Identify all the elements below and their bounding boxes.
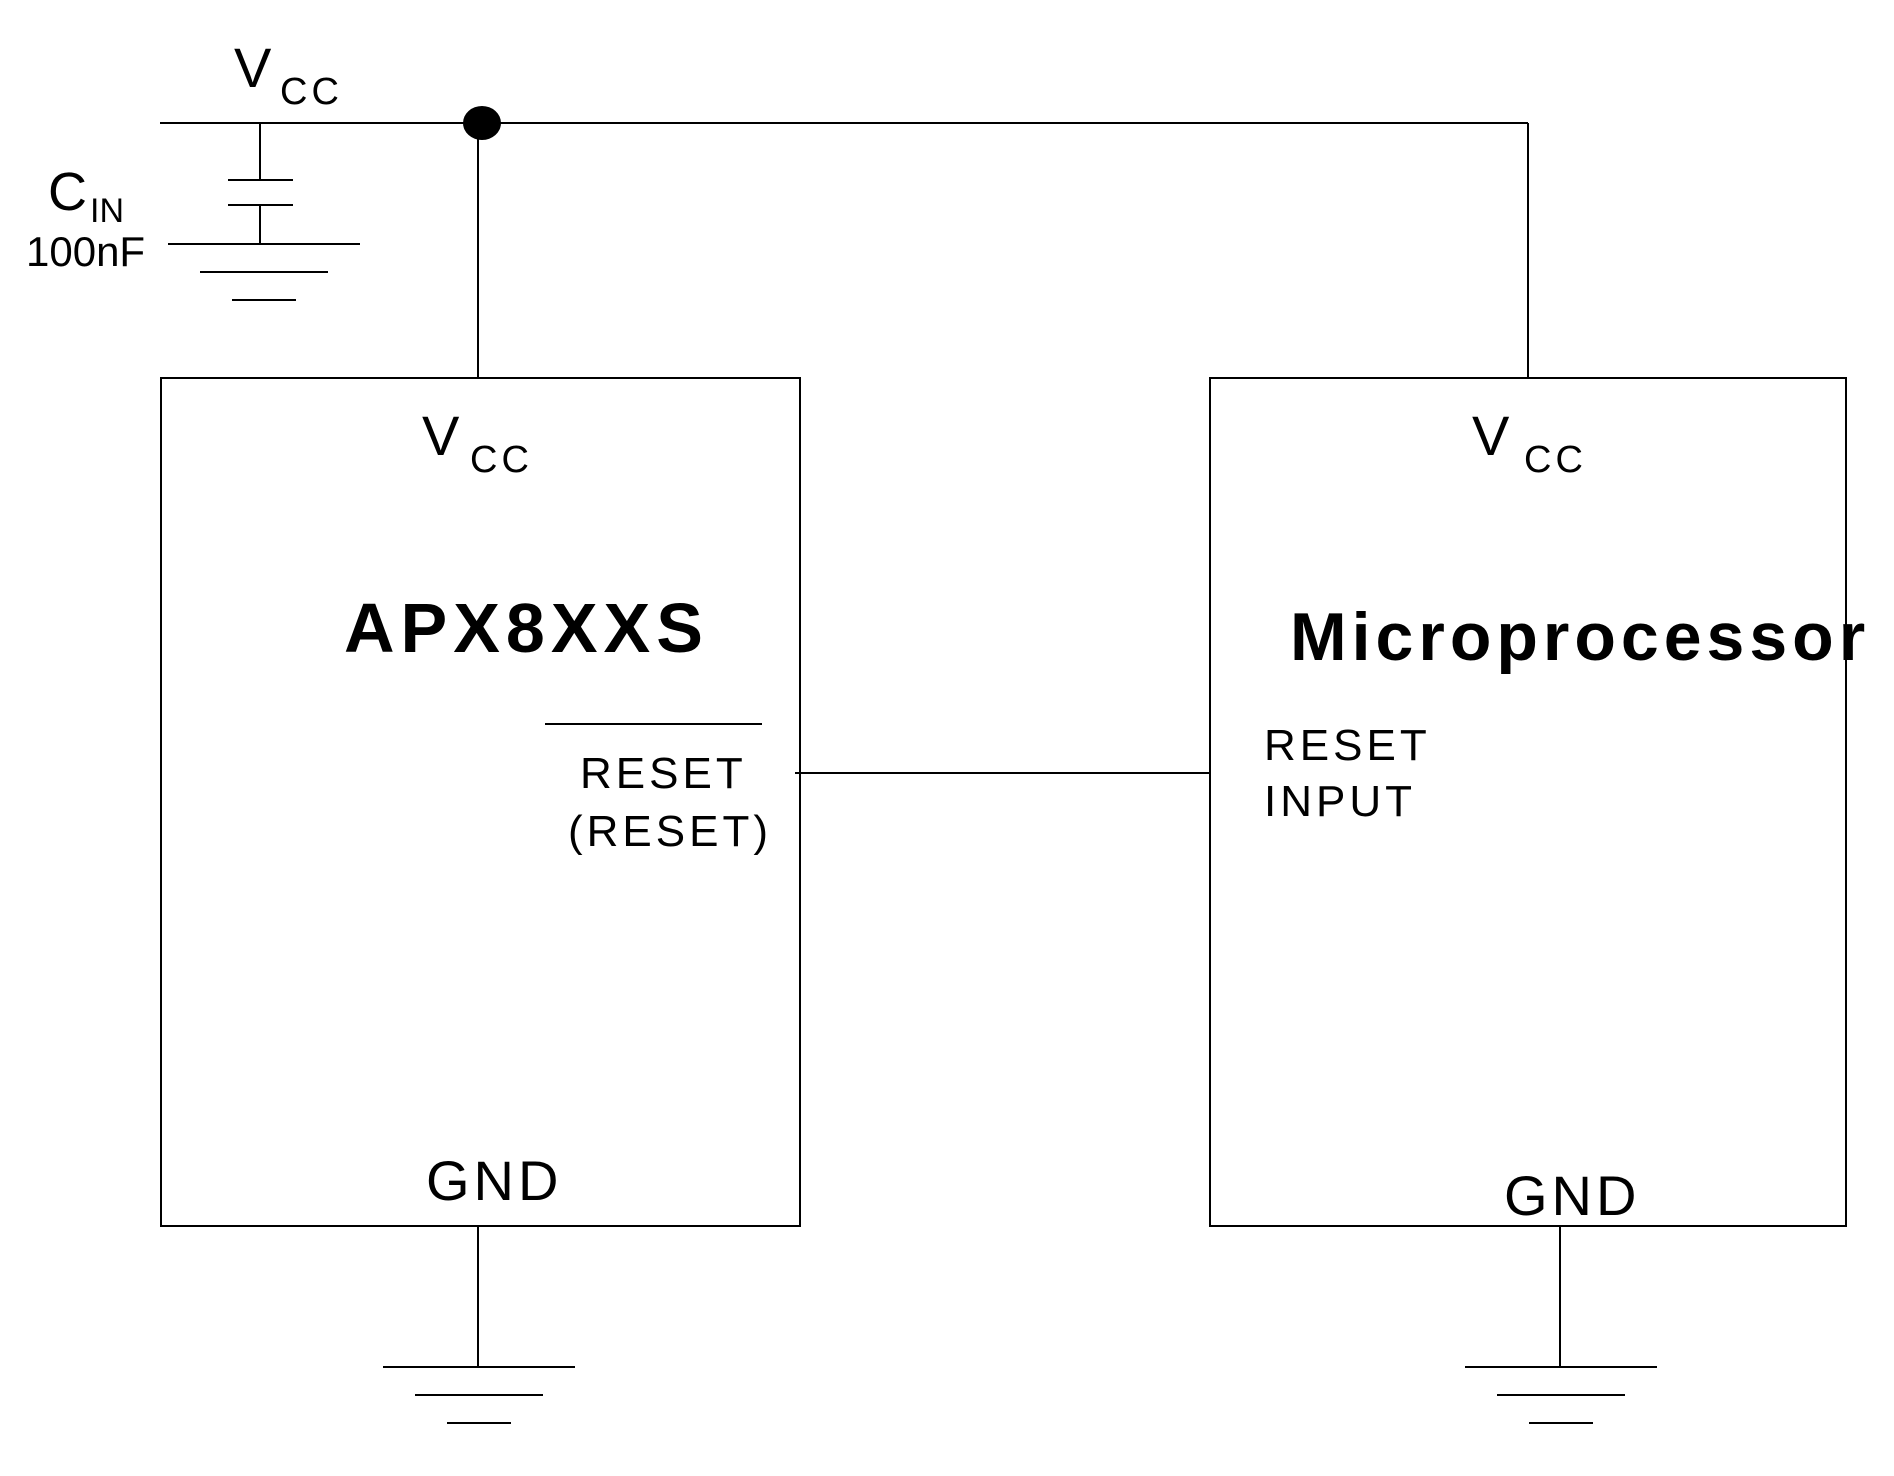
capacitor-name-label: C xyxy=(48,162,87,222)
microprocessor-vcc-subscript: CC xyxy=(1524,439,1587,481)
microprocessor-gnd-label: GND xyxy=(1504,1164,1640,1227)
microprocessor-chip-box xyxy=(1209,377,1847,1227)
supply-vcc-subscript: CC xyxy=(280,71,343,113)
apx-reset-label: RESET xyxy=(580,749,747,798)
microprocessor-chip-name: Microprocessor xyxy=(1290,599,1870,675)
apx-vcc-subscript: CC xyxy=(470,439,533,481)
capacitor-name-subscript: IN xyxy=(90,192,124,230)
microprocessor-vcc-label: V xyxy=(1472,404,1510,467)
capacitor-value-label: 100nF xyxy=(26,228,145,275)
input-capacitor xyxy=(228,123,293,244)
apx-reset-alt-label: (RESET) xyxy=(568,807,772,856)
apx-gnd-label: GND xyxy=(426,1149,562,1212)
reset-input-label-line2: INPUT xyxy=(1264,777,1416,826)
apx-vcc-label: V xyxy=(422,404,460,467)
apx8xxs-chip-box xyxy=(160,377,801,1227)
apx8xxs-chip-name: APX8XXS xyxy=(344,589,709,667)
microprocessor-ground-symbol xyxy=(1465,1366,1657,1424)
capacitor-ground-symbol xyxy=(168,243,360,301)
reset-input-label-line1: RESET xyxy=(1264,721,1431,770)
junction-dot xyxy=(463,106,501,140)
apx-ground-symbol xyxy=(383,1366,575,1424)
supply-vcc-label: V xyxy=(234,36,272,99)
